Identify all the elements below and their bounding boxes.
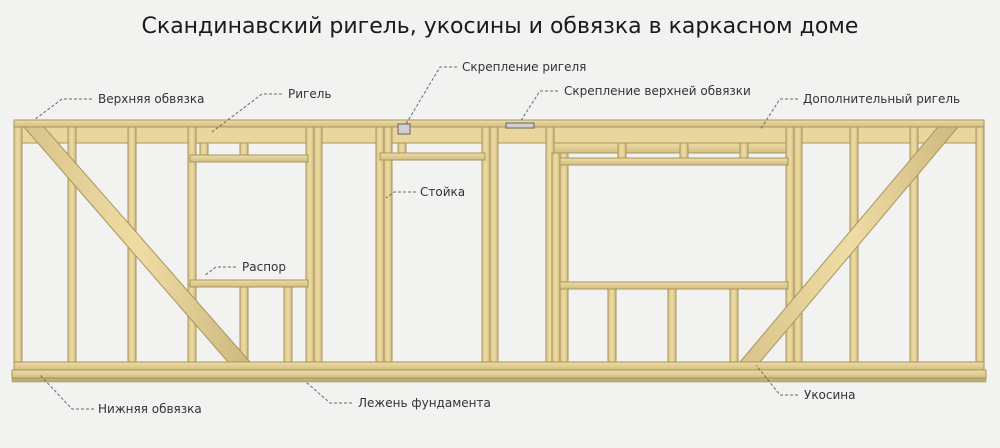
stud — [559, 152, 569, 363]
stud — [375, 126, 385, 363]
left-opening-framing — [189, 142, 309, 363]
sill-beam — [11, 369, 987, 383]
additional-header-beam — [551, 142, 798, 154]
stud — [383, 126, 393, 363]
label-spacer: Распор — [242, 260, 286, 274]
stud — [313, 126, 323, 363]
stud — [187, 126, 197, 363]
page-title: Скандинавский ригель, укосины и обвязка … — [141, 14, 859, 39]
label-header: Ригель — [288, 87, 331, 101]
label-additional-header: Дополнительный ригель — [803, 92, 960, 106]
label-sill: Лежень фундамента — [358, 396, 491, 410]
top-plate — [13, 119, 985, 144]
stud — [489, 126, 499, 363]
studs — [13, 126, 985, 363]
label-top-plate-fastening: Скрепление верхней обвязки — [564, 84, 751, 98]
stud — [13, 126, 23, 363]
stud — [67, 126, 77, 363]
window-opening-framing — [559, 142, 789, 363]
label-stud: Стойка — [420, 185, 465, 199]
header-fastening-plate — [397, 123, 411, 135]
label-brace: Укосина — [804, 388, 856, 402]
bottom-plate — [13, 361, 985, 371]
stud — [481, 126, 491, 363]
stud — [975, 126, 985, 363]
top-plate-fastening-plate — [505, 122, 535, 129]
label-top-plate: Верхняя обвязка — [98, 92, 204, 106]
stud — [909, 126, 919, 363]
label-bottom-plate: Нижняя обвязка — [98, 402, 202, 416]
right-brace — [738, 126, 960, 363]
stud — [793, 126, 803, 363]
leader-lines — [33, 66, 798, 410]
left-brace — [22, 126, 252, 363]
door-opening-framing — [379, 142, 486, 161]
label-header-fastening: Скрепление ригеля — [462, 60, 586, 74]
stud — [551, 152, 561, 363]
